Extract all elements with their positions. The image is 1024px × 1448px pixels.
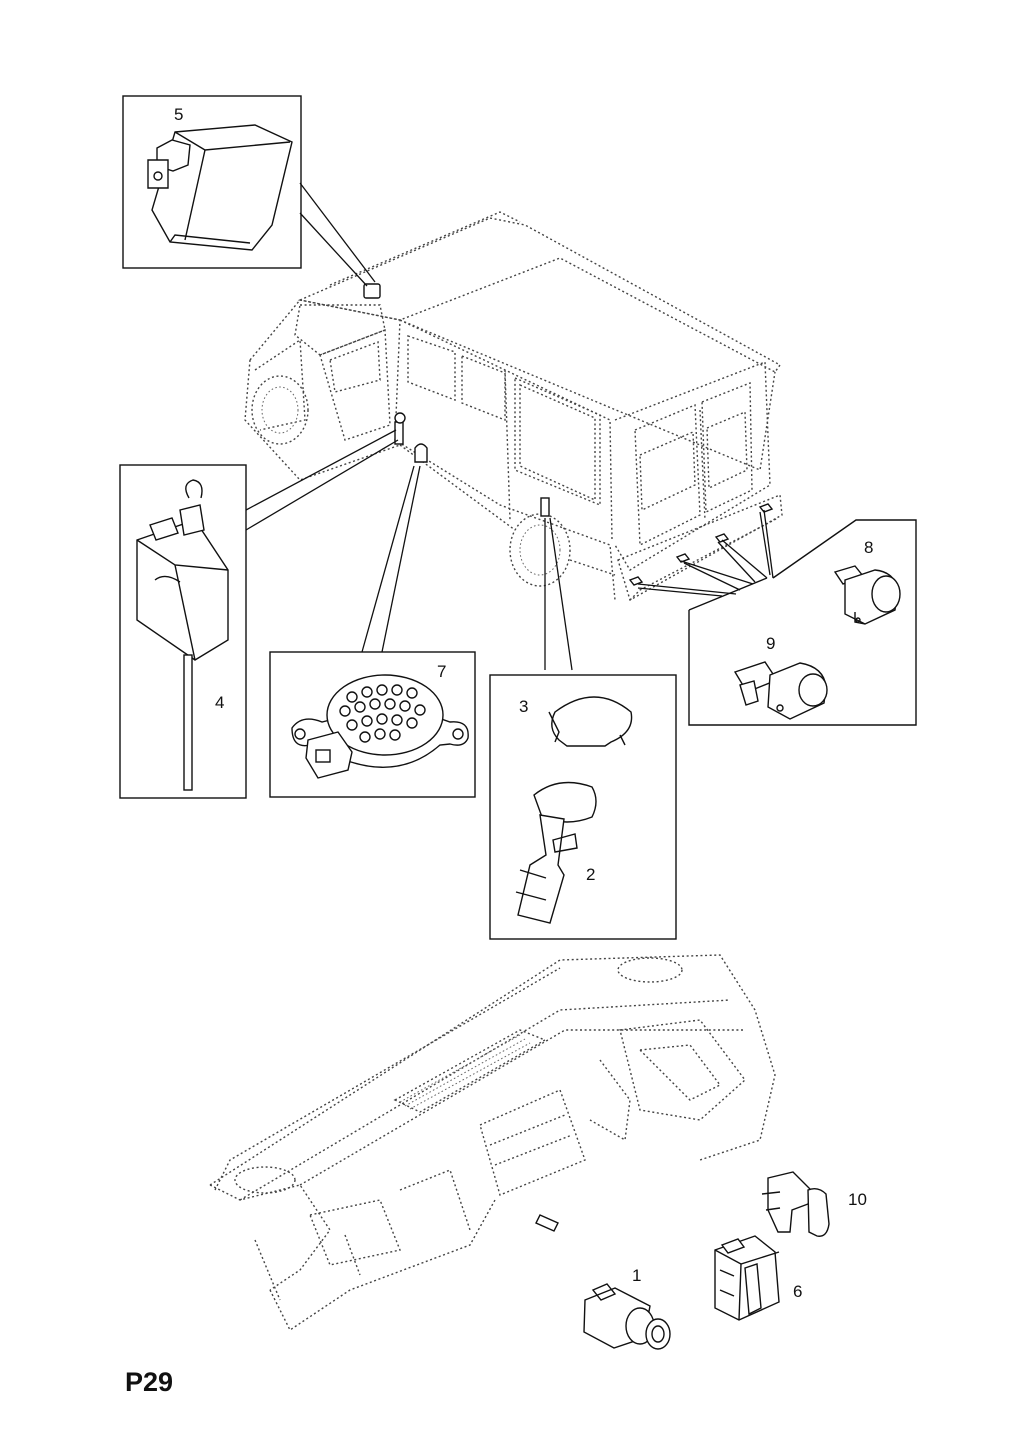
dashboard-outline	[209, 954, 776, 1332]
callout-label-2: 2	[586, 865, 595, 884]
callout-label-4: 4	[215, 693, 224, 712]
callout-box-2-3: 3 2	[489, 517, 677, 940]
callout-label-3: 3	[519, 697, 528, 716]
part-6-switch: 6	[714, 1235, 802, 1321]
part-9-sensor	[733, 661, 828, 720]
part-7-speaker	[291, 674, 469, 779]
part-5-module	[147, 124, 293, 251]
part-1-switch: 1	[583, 1266, 671, 1350]
speaker-grille-holes	[339, 684, 426, 743]
page-code: P29	[125, 1367, 173, 1397]
van-part-markers	[363, 283, 774, 586]
part-10-switch: 10	[761, 1171, 867, 1237]
part-3-cap	[548, 696, 633, 747]
callout-label-10: 10	[848, 1190, 867, 1209]
callout-box-4: 4	[119, 429, 399, 799]
callout-label-8: 8	[864, 538, 873, 557]
part-8-sensor	[833, 565, 901, 625]
callout-box-5: 5	[122, 95, 376, 287]
callout-label-6: 6	[793, 1282, 802, 1301]
callout-label-7: 7	[437, 662, 446, 681]
callout-label-1: 1	[632, 1266, 641, 1285]
callout-label-9: 9	[766, 634, 775, 653]
part-2-sensor	[515, 781, 597, 924]
callout-box-8-9: 8 9	[637, 509, 917, 726]
van-outline	[244, 211, 783, 602]
callout-box-7: 7	[269, 465, 476, 798]
callout-label-5: 5	[174, 105, 183, 124]
part-4-sensor	[136, 479, 229, 791]
